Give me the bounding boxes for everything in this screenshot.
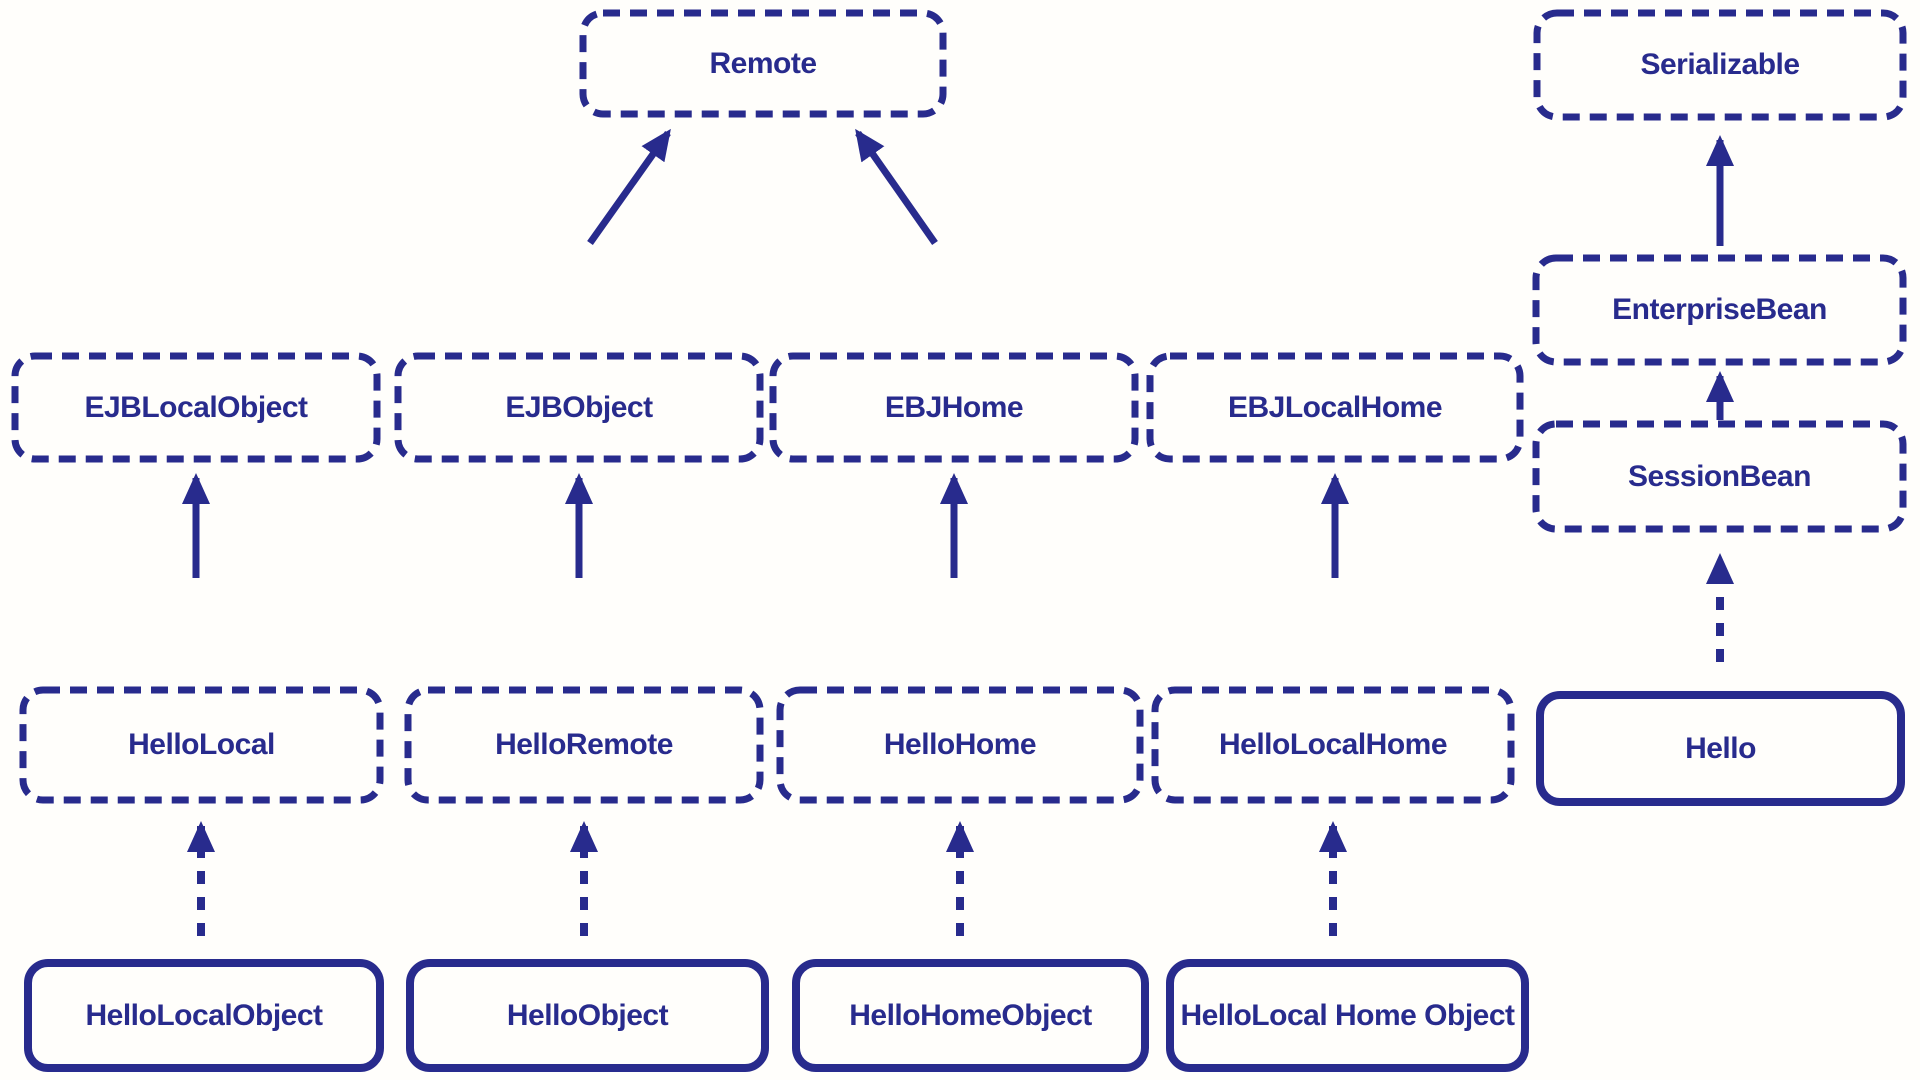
node-remote-label: Remote <box>709 46 817 80</box>
node-ejb-local-object-box <box>11 352 381 463</box>
node-ejb-object-label: EJBObject <box>505 390 653 424</box>
edge-ebj-home-to-remote <box>855 128 938 246</box>
node-enterprise-bean-label: EnterpriseBean <box>1612 293 1827 326</box>
node-ebj-local-home-label: EBJLocalHome <box>1227 390 1443 424</box>
node-ebj-local-home-box <box>1146 352 1524 463</box>
node-session-bean-label: SessionBean <box>1628 459 1811 493</box>
node-hello-home-box <box>776 686 1144 804</box>
node-hello-label: Hello <box>1685 731 1756 765</box>
node-hello-home-object-label: HelloHomeObject <box>849 998 1092 1032</box>
node-hello-local-label: HelloLocal <box>128 728 275 761</box>
node-hello-local-object-label: HelloLocalObject <box>85 998 323 1032</box>
node-hello-remote-box <box>404 686 764 804</box>
node-hello-local-box <box>19 686 384 804</box>
node-hello-remote-label: HelloRemote <box>495 728 673 761</box>
node-hello-box <box>1536 691 1905 806</box>
node-hello-object-box <box>406 959 769 1072</box>
node-ebj-home-box <box>769 352 1139 463</box>
node-hello-local-home-box <box>1151 686 1515 804</box>
node-serializable-label: Serializable <box>1640 48 1800 81</box>
node-ebj-home-label: EBJHome <box>884 390 1024 424</box>
node-hello-local-home-object-box <box>1166 959 1529 1072</box>
node-hello-local-home-label: HelloLocalHome <box>1218 728 1448 761</box>
node-remote-box <box>579 9 947 118</box>
node-ejb-local-object-label: EJBLocalObject <box>84 390 308 424</box>
node-hello-object-label: HelloObject <box>506 998 669 1032</box>
node-enterprise-bean-box <box>1532 254 1907 366</box>
node-hello-local-object-box <box>24 959 384 1072</box>
node-hello-local-home-object-label: HelloLocal Home Object <box>1180 998 1515 1032</box>
node-serializable-box <box>1533 9 1907 121</box>
edge-ejb-object-to-remote <box>587 128 671 246</box>
node-ejb-object-box <box>394 352 764 463</box>
node-hello-home-object-box <box>792 959 1149 1072</box>
node-hello-home-label: HelloHome <box>883 728 1037 761</box>
node-session-bean-box <box>1532 420 1907 533</box>
